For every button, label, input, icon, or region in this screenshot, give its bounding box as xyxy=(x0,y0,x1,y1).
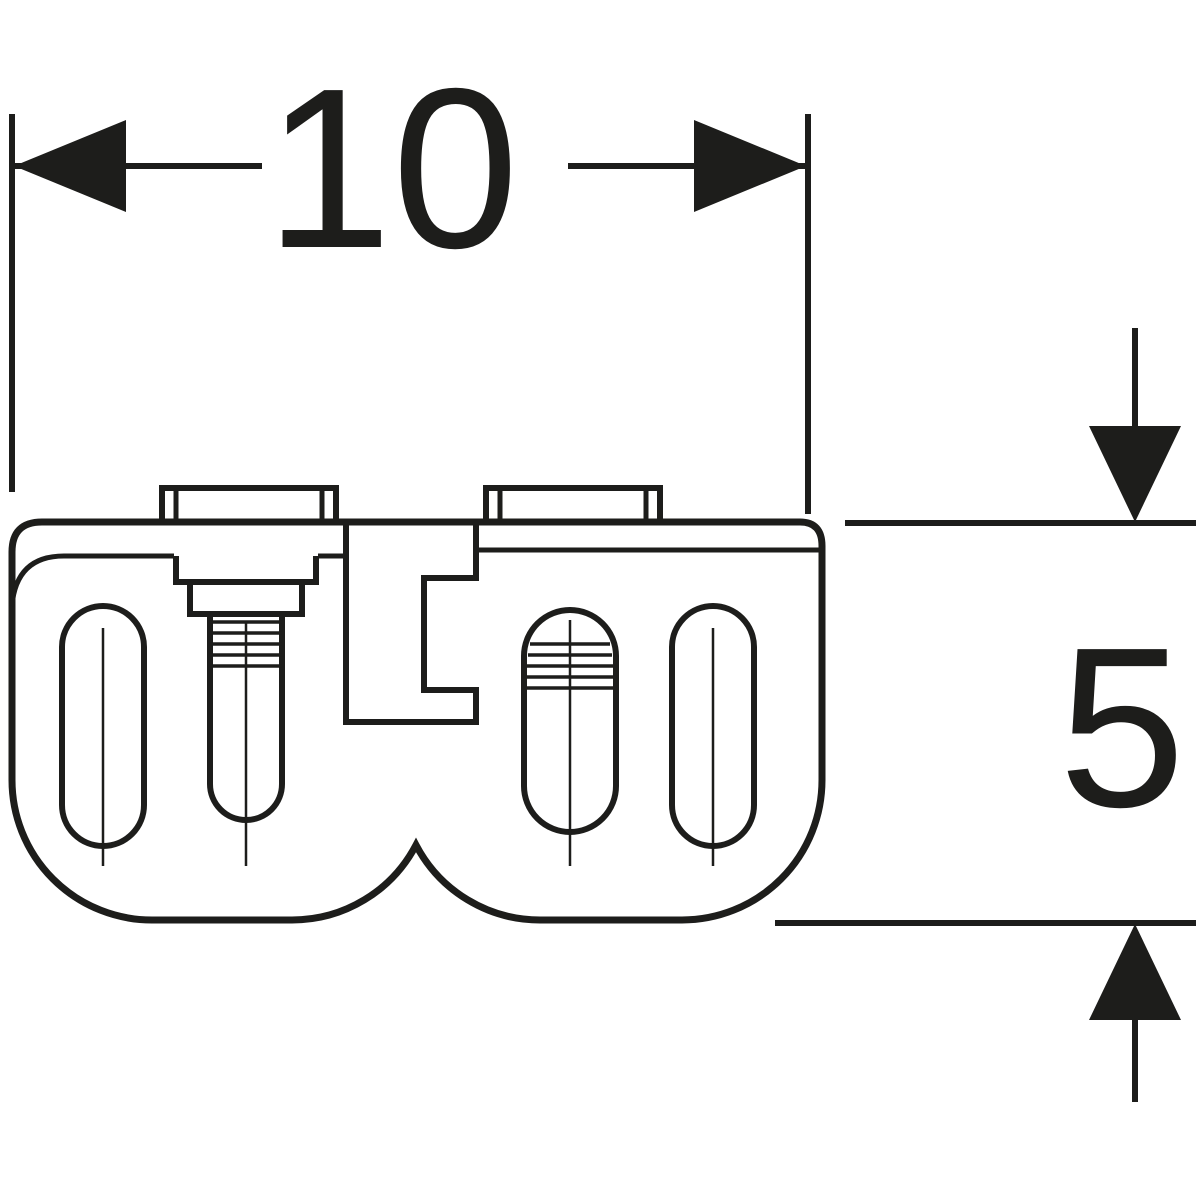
arrowhead-left-icon xyxy=(14,120,126,212)
screw-head xyxy=(187,582,305,617)
arrowhead-down-icon xyxy=(1089,426,1181,522)
threaded-insert xyxy=(521,607,619,866)
tab-right-outline xyxy=(483,485,663,520)
mounting-tab-left xyxy=(159,485,339,520)
width-dimension: 10 xyxy=(9,42,811,514)
height-dimension: 5 xyxy=(775,328,1196,1102)
body-outline xyxy=(8,518,826,924)
slot-left xyxy=(59,603,147,866)
slot-right xyxy=(669,603,757,866)
mounting-tab-right xyxy=(483,485,663,520)
screw-flange xyxy=(173,556,319,585)
width-dimension-value: 10 xyxy=(265,42,519,296)
drawing-root: 10 5 xyxy=(8,42,1196,1102)
arrowhead-right-icon xyxy=(694,120,806,212)
clip-channel xyxy=(343,522,479,725)
tab-left-outline xyxy=(159,485,339,520)
height-dimension-value: 5 xyxy=(1059,601,1186,855)
part-drawing xyxy=(8,485,826,924)
arrowhead-up-icon xyxy=(1089,924,1181,1020)
screw-assembly xyxy=(173,556,319,866)
plate-inner-line-left xyxy=(9,553,174,607)
insert-outline xyxy=(521,607,619,835)
